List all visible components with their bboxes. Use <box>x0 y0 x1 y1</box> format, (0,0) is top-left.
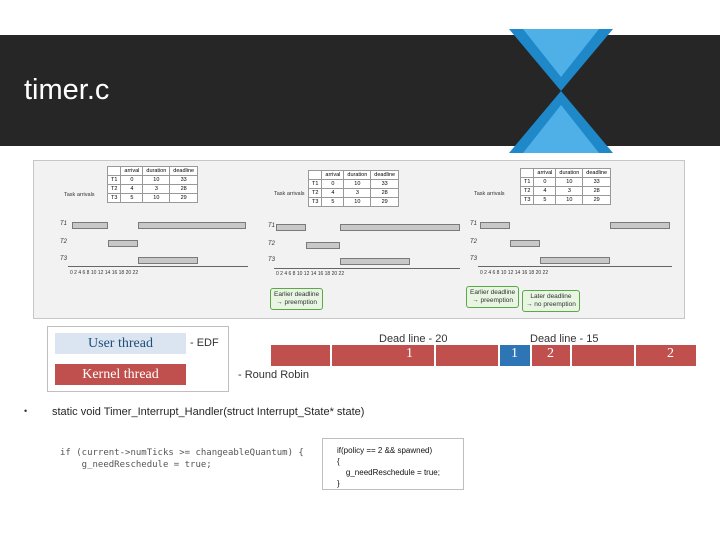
gantt-bar <box>276 224 306 231</box>
edf-label: - EDF <box>190 337 219 349</box>
row-label: T3 <box>268 257 276 263</box>
gantt-bar <box>340 258 410 265</box>
row-label: T2 <box>268 241 276 247</box>
gantt-bar <box>610 222 670 229</box>
gantt-bar <box>340 224 460 231</box>
row-label: T1 <box>470 221 478 227</box>
round-robin-label: - Round Robin <box>238 369 309 381</box>
timeline-number: 1 <box>511 346 518 361</box>
deadline-20-label: Dead line - 20 <box>379 333 448 345</box>
deadline-15-label: Dead line - 15 <box>530 333 599 345</box>
row-label: T3 <box>60 256 68 262</box>
timeline-segment <box>572 345 634 366</box>
gantt-bar <box>510 240 540 247</box>
task-arrivals-label: Task arrivals <box>64 192 95 198</box>
gantt-bar <box>138 222 246 229</box>
no-preemption-callout: Later deadline → no preemption <box>522 290 580 312</box>
time-axis <box>274 268 460 269</box>
gantt-bar <box>306 242 340 249</box>
title-bar <box>0 35 720 146</box>
kernel-thread-swatch: Kernel thread <box>55 364 186 385</box>
code-snippet-quantum: if (current->numTicks >= changeableQuant… <box>60 448 304 470</box>
axis-ticks: 0 2 4 6 8 10 12 14 16 18 20 22 <box>480 270 549 276</box>
timeline-segment <box>532 345 570 366</box>
timeline-segment-blue <box>500 345 530 366</box>
slide-title: timer.c <box>24 74 110 106</box>
timeline-number: 1 <box>406 346 413 361</box>
preemption-callout: Earlier deadline → preemption <box>270 288 324 310</box>
gantt-bar <box>138 257 198 264</box>
gantt-bar <box>72 222 108 229</box>
function-signature: static void Timer_Interrupt_Handler(stru… <box>52 406 365 418</box>
bullet-marker: • <box>24 406 28 416</box>
timeline-number: 2 <box>667 346 674 361</box>
code-snippet-policy: if(policy == 2 && spawned) { g_needResch… <box>322 438 464 490</box>
gantt-bar <box>108 240 138 247</box>
user-thread-swatch: User thread <box>55 333 186 354</box>
row-label: T1 <box>60 221 68 227</box>
timeline-segment <box>436 345 498 366</box>
task-arrivals-label: Task arrivals <box>274 191 305 197</box>
preemption-callout: Earlier deadline → preemption <box>466 286 520 308</box>
axis-ticks: 0 2 4 6 8 10 12 14 16 18 20 22 <box>276 271 345 277</box>
row-label: T2 <box>60 239 68 245</box>
axis-ticks: 0 2 4 6 8 10 12 14 16 18 20 22 <box>70 270 139 276</box>
time-axis <box>478 266 672 267</box>
timeline-number: 2 <box>547 346 554 361</box>
gantt-bar <box>540 257 610 264</box>
task-arrivals-label: Task arrivals <box>474 191 505 197</box>
timeline-segment <box>636 345 696 366</box>
row-label: T2 <box>470 239 478 245</box>
time-axis <box>68 266 248 267</box>
row-label: T3 <box>470 256 478 262</box>
timeline-segment <box>271 345 330 366</box>
row-label: T1 <box>268 223 276 229</box>
gantt-bar <box>480 222 510 229</box>
hourglass-logo-icon <box>509 29 613 153</box>
timeline-segment <box>332 345 434 366</box>
